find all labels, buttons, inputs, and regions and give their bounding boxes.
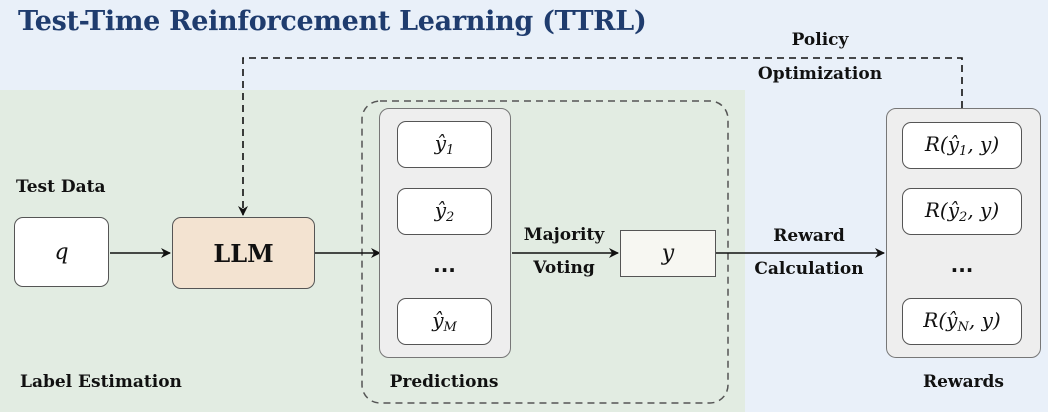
query-symbol: q xyxy=(54,239,69,265)
majority-label: Majority xyxy=(523,225,605,245)
prediction-m: ŷM xyxy=(397,298,492,345)
estimated-label-box: y xyxy=(620,230,716,277)
label-estimation-label: Label Estimation xyxy=(20,372,182,392)
calculation-label: Calculation xyxy=(754,259,864,279)
reward-label: Reward xyxy=(773,226,845,246)
arrow-policy-feedback xyxy=(238,57,963,216)
rewards-ellipsis: ... xyxy=(950,253,974,277)
voting-label: Voting xyxy=(533,258,595,278)
predictions-ellipsis: ... xyxy=(433,253,456,277)
prediction-1: ŷ1 xyxy=(397,121,492,168)
diagram-title: Test-Time Reinforcement Learning (TTRL) xyxy=(18,6,647,37)
policy-label: Policy xyxy=(791,30,849,50)
optimization-label: Optimization xyxy=(757,64,883,84)
estimated-label-symbol: y xyxy=(661,241,675,266)
reward-n: R(ŷN, y) xyxy=(902,298,1022,345)
llm-box: LLM xyxy=(172,217,315,289)
prediction-2: ŷ2 xyxy=(397,188,492,235)
predictions-dashed-group xyxy=(361,100,729,404)
query-box: q xyxy=(14,217,109,287)
predictions-label: Predictions xyxy=(389,372,499,392)
reward-2: R(ŷ2, y) xyxy=(902,188,1022,235)
test-data-label: Test Data xyxy=(16,177,106,197)
reward-1: R(ŷ1, y) xyxy=(902,122,1022,169)
rewards-label: Rewards xyxy=(922,372,1004,392)
